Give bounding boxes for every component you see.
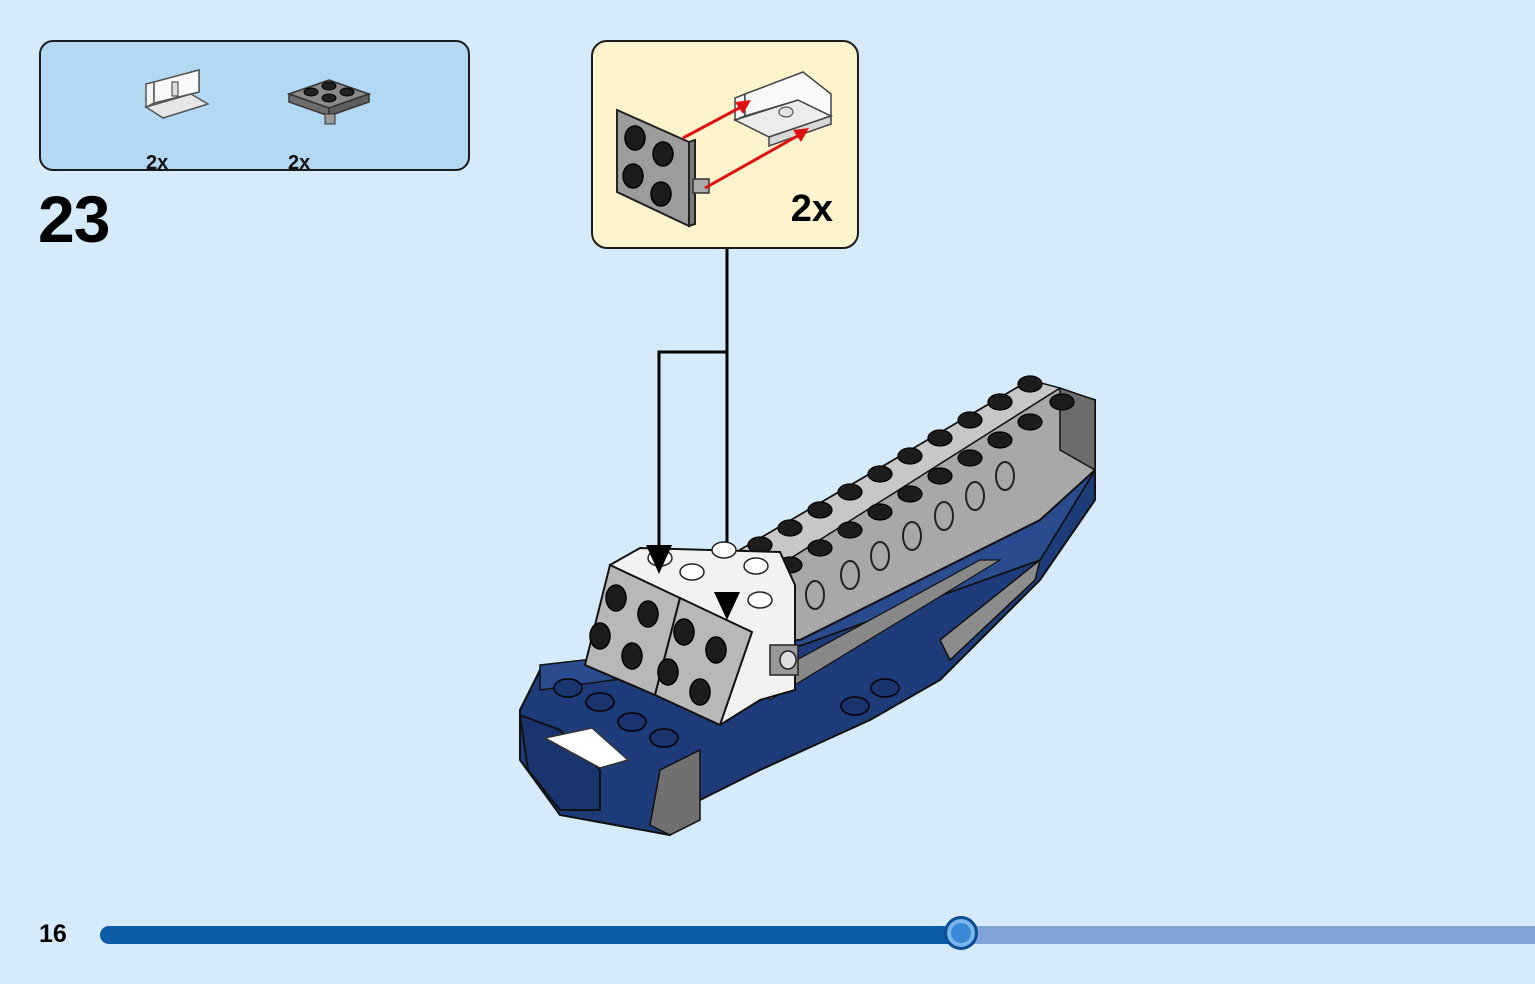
progress-knob[interactable] [944,916,978,950]
part-item: 2x [281,62,391,174]
page-number: 16 [39,920,67,948]
sub-assembly-callout: 2x [591,40,859,249]
progress-bar [100,916,1535,950]
progress-fill [100,926,961,944]
angle-bracket-icon [144,69,210,119]
parts-list-box: 2x 2x [39,40,470,174]
step-number: 23 [38,182,110,256]
part-item: 2x [136,62,246,174]
part-quantity: 2x [146,152,169,174]
sub-assembly-quantity: 2x [790,188,833,230]
part-quantity: 2x [288,152,311,174]
sub-assembly-illustration [616,71,833,228]
plate-with-pin-icon [286,79,371,125]
